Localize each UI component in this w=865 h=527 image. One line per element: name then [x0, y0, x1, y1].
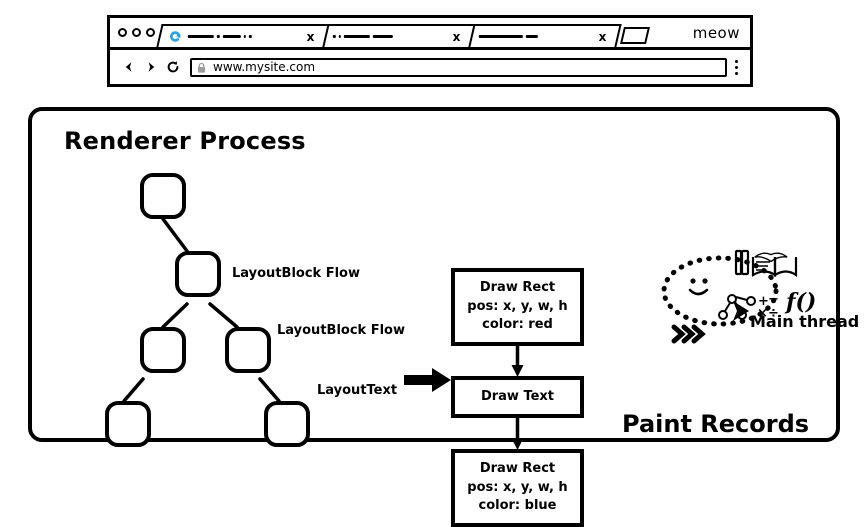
close-dot-icon[interactable] — [118, 28, 127, 37]
svg-text:÷: ÷ — [768, 306, 779, 321]
paint-record-3-line-3: color: blue — [478, 498, 557, 514]
layout-tree-node-block3[interactable] — [225, 327, 271, 373]
main-thread-label: Main thread — [750, 312, 860, 331]
browser-tab-2-close-icon[interactable]: x — [453, 29, 461, 44]
main-thread-doodle: + − × ÷ f() — [660, 249, 860, 359]
browser-tab-3-close-icon[interactable]: x — [599, 29, 607, 44]
books-icon — [734, 249, 798, 278]
arrow-left-icon[interactable] — [118, 57, 140, 77]
loading-spinner-icon — [169, 30, 182, 43]
motion-chevrons-icon — [671, 324, 706, 344]
paint-record-1-line-3: color: red — [482, 317, 553, 333]
layout-tree-node-block2[interactable] — [140, 327, 186, 373]
url-text: www.mysite.com — [213, 60, 316, 74]
browser-window: x x x meow — [107, 15, 753, 87]
annotation-layoutblock-flow-2: LayoutBlock Flow — [277, 323, 405, 338]
svg-text:−: − — [768, 292, 779, 307]
svg-text:+: + — [758, 294, 769, 309]
browser-tab-2-title — [331, 35, 453, 38]
paint-record-3-line-1: Draw Rect — [479, 460, 556, 476]
thought-bubble-dots — [661, 255, 779, 327]
annotation-layouttext: LayoutText — [317, 383, 398, 398]
new-tab-button[interactable] — [620, 27, 650, 44]
minimize-dot-icon[interactable] — [132, 28, 141, 37]
reload-icon[interactable] — [162, 57, 184, 77]
browser-tab-1-title — [186, 35, 307, 38]
paint-record-connector-1 — [511, 345, 524, 378]
paint-record-3[interactable]: Draw Rect pos: x, y, w, h color: blue — [451, 449, 584, 527]
paint-record-2-line-1: Draw Text — [480, 388, 555, 404]
arrow-right-icon[interactable] — [140, 57, 162, 77]
window-controls — [110, 28, 159, 37]
svg-text:×: × — [757, 306, 768, 321]
paint-records-heading: Paint Records — [622, 410, 810, 438]
math-symbols-icon: + − × ÷ — [757, 292, 779, 321]
layout-tree-node-root[interactable] — [140, 173, 186, 219]
function-icon: f() — [784, 289, 816, 315]
paint-record-1-line-1: Draw Rect — [479, 279, 556, 295]
browser-brand-label: meow — [692, 23, 740, 42]
bubble-tail-arrow-icon — [733, 301, 749, 321]
annotation-layoutblock-flow-1: LayoutBlock Flow — [232, 266, 360, 281]
paint-record-3-line-2: pos: x, y, w, h — [467, 479, 568, 495]
page-title: Renderer Process — [64, 127, 306, 155]
renderer-process-panel: Renderer Process LayoutBlock Flow Layout… — [28, 107, 859, 527]
maximize-dot-icon[interactable] — [146, 28, 155, 37]
paint-record-connector-2 — [511, 417, 524, 451]
browser-tab-2[interactable]: x — [322, 24, 476, 47]
paint-record-1[interactable]: Draw Rect pos: x, y, w, h color: red — [451, 268, 584, 346]
browser-tab-1-close-icon[interactable]: x — [307, 29, 315, 44]
kebab-menu-icon[interactable] — [735, 59, 742, 75]
tab-strip: x x x meow — [110, 18, 750, 50]
paint-record-2[interactable]: Draw Text — [451, 376, 584, 418]
lock-icon — [196, 61, 207, 73]
url-toolbar: www.mysite.com — [110, 50, 750, 87]
address-bar[interactable]: www.mysite.com — [190, 57, 727, 77]
layout-tree-node-text2[interactable] — [264, 401, 310, 447]
layout-tree: LayoutBlock Flow LayoutBlock Flow Layout… — [32, 111, 432, 447]
smiley-face-icon — [688, 278, 709, 296]
layout-tree-node-block1[interactable] — [175, 251, 221, 297]
tab-list: x x x — [156, 18, 693, 47]
browser-tab-3-title — [477, 35, 599, 38]
arrow-right-icon — [404, 367, 452, 398]
browser-tab-1[interactable]: x — [156, 24, 330, 47]
layout-tree-node-text1[interactable] — [105, 401, 151, 447]
layout-tree-edges — [122, 217, 281, 403]
browser-tab-3[interactable]: x — [468, 24, 622, 47]
paint-record-1-line-2: pos: x, y, w, h — [467, 298, 568, 314]
svg-text:f(): f() — [784, 289, 816, 315]
